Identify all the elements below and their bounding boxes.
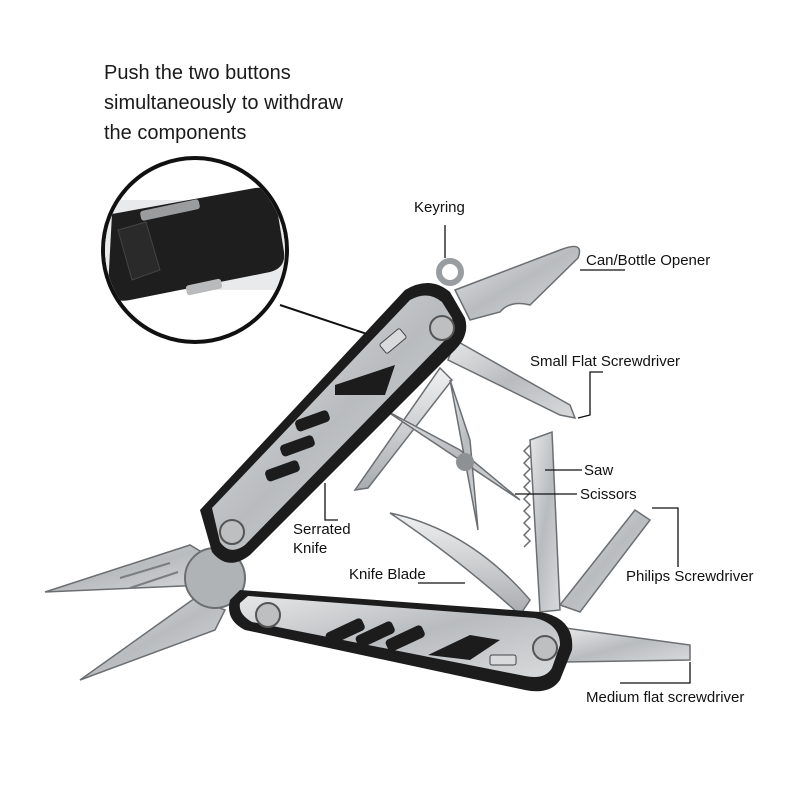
label-serrated-knife-line-2: Knife — [293, 540, 328, 557]
label-medium-flat-screwdriver: Medium flat screwdriver — [586, 689, 745, 706]
instruction-line-2: simultaneously to withdraw — [104, 92, 343, 114]
extended-tools — [353, 245, 691, 663]
instruction-text: Push the two buttons simultaneously to w… — [104, 58, 404, 148]
label-keyring: Keyring — [414, 199, 465, 216]
label-saw: Saw — [584, 462, 614, 479]
button-detail-zoom — [101, 156, 289, 344]
lower-handle — [229, 590, 573, 692]
pliers-jaws — [44, 544, 246, 681]
label-philips-screwdriver: Philips Screwdriver — [626, 568, 754, 585]
label-serrated-knife-line-1: Serrated — [293, 521, 351, 538]
instruction-line-3: the components — [104, 122, 247, 144]
instruction-line-1: Push the two buttons — [104, 62, 291, 84]
upper-handle — [200, 282, 467, 563]
label-small-flat-screwdriver: Small Flat Screwdriver — [530, 353, 681, 370]
label-scissors: Scissors — [580, 486, 637, 503]
label-knife-blade: Knife Blade — [349, 566, 426, 583]
leader-lines — [324, 225, 691, 684]
label-can-bottle-opener: Can/Bottle Opener — [586, 252, 711, 269]
